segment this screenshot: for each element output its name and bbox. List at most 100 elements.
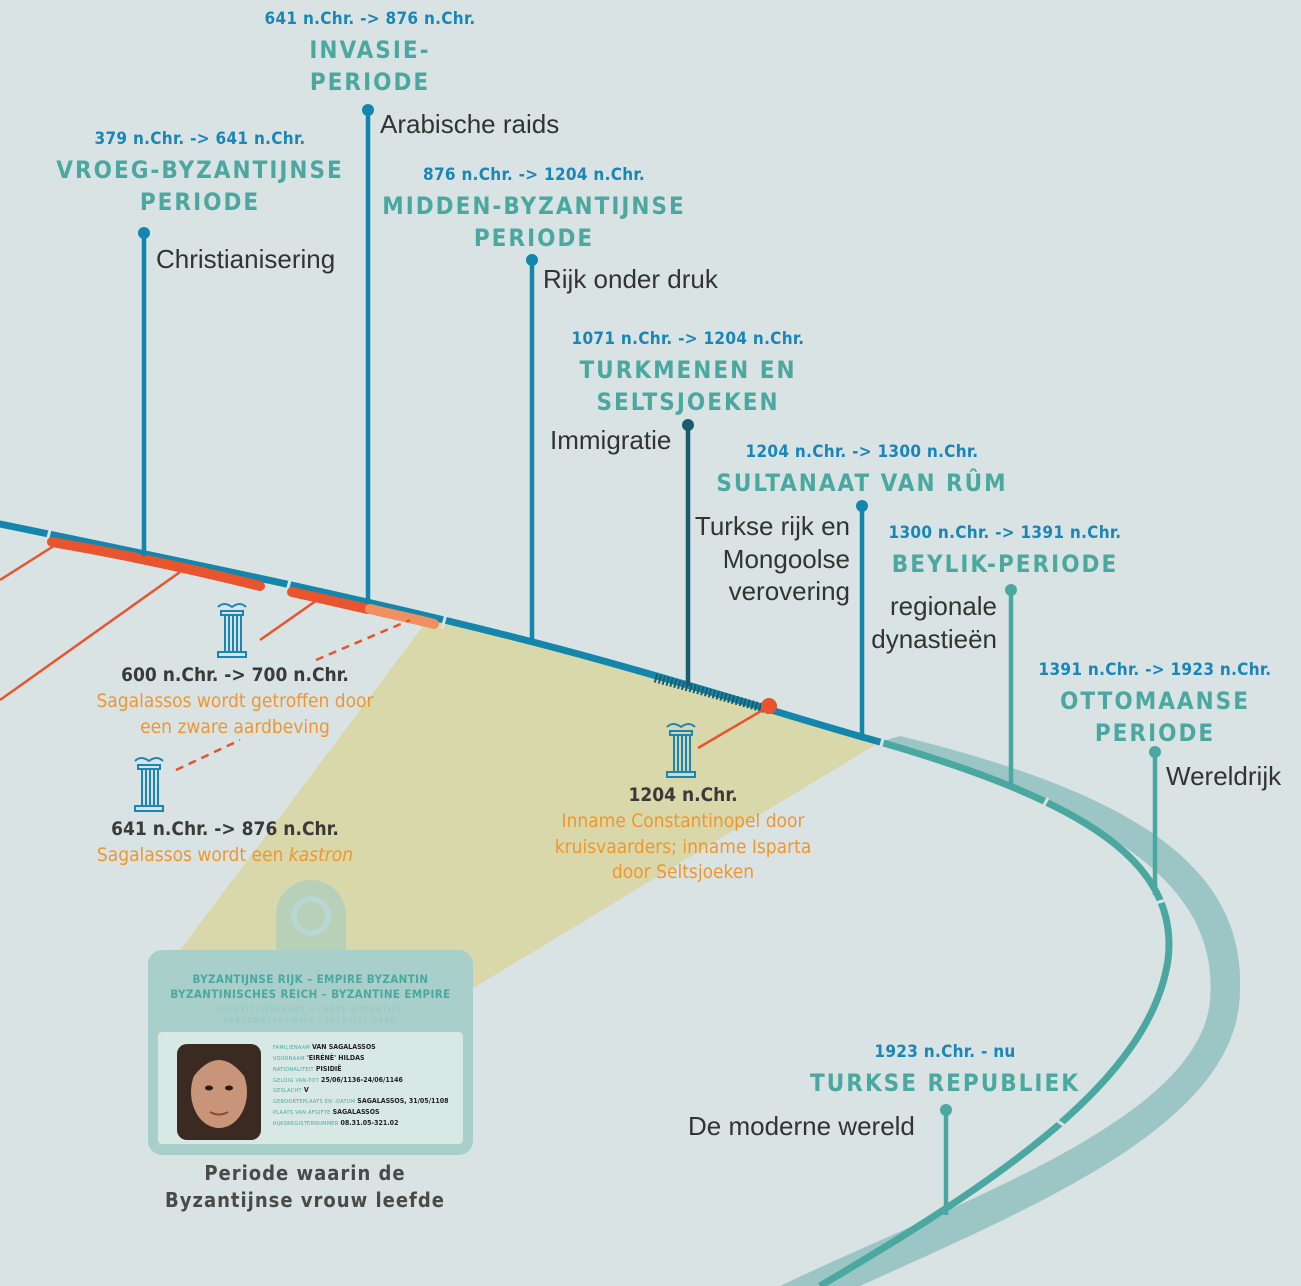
event-text-prefix: Sagalassos wordt een [96,844,289,866]
period-title: INVASIE- PERIODE [220,34,520,99]
event-text-italic: kastron [288,844,354,866]
period-desc: Christianisering [156,244,336,274]
event-earthquake: 600 n.Chr. -> 700 n.Chr. Sagalassos word… [60,666,410,740]
period-desc: Turkse rijk en Mongoolse verovering [660,510,850,608]
period-date: 379 n.Chr. -> 641 n.Chr. [94,129,306,149]
id-card-fields: FAMILIENAAM VAN SAGALASSOS VOORNAAM 'EIR… [273,1042,463,1129]
event-text-line: Inname Constantinopel door [561,810,805,832]
field-key: GEBOORTEPLAATS EN -DATUM [273,1099,356,1106]
event-text: Sagalassos wordt een kastron [50,843,400,869]
desc-line: dynastieën [871,623,997,654]
event-leader-line [697,705,769,750]
caption-line: Byzantijnse vrouw leefde [165,1188,445,1212]
event-1204: 1204 n.Chr. Inname Constantinopel door k… [528,786,838,886]
card-sub-line: IDENTITEITSKAART • CARTE D'IDENTITÉ [218,1004,403,1014]
field-value: SAGALASSOS, 31/05/1108 [357,1097,449,1106]
event-leader-line [0,570,181,702]
timeline-gap [284,579,292,596]
timeline-gap [1038,797,1050,813]
card-field: GEBOORTEPLAATS EN -DATUM SAGALASSOS, 31/… [273,1096,463,1107]
event-date: 1204 n.Chr. [628,784,738,806]
stem-dot [856,500,868,512]
desc-line: Mongoolse [722,543,850,574]
card-field: VOORNAAM 'EIRÈNÈ' HILDAS [273,1053,463,1064]
period-title: TURKSE REPUBLIEK [810,1069,1080,1097]
period-title-line: PERIODE [139,188,261,217]
period-title-line: SELTSJOEKEN [596,388,780,417]
stem-dot [526,254,538,266]
period-title-line: TURKMENEN EN [579,356,797,384]
period-desc: Wereldrijk [1166,761,1282,791]
period-title: SULTANAAT VAN RÛM [716,469,1008,497]
period-title-line: OTTOMAANSE [1059,687,1250,715]
period-title: OTTOMAANSE PERIODE [1010,685,1300,750]
event-text-line: een zware aardbeving [140,715,330,738]
period-date: 1071 n.Chr. -> 1204 n.Chr. [571,329,805,349]
card-field: PLAATS VAN AFGIFTE SAGALASSOS [273,1107,463,1118]
timeline-line-blue [0,520,884,746]
stem-dot [940,1104,952,1116]
period-date: 1923 n.Chr. - nu [874,1042,1016,1062]
field-key: FAMILIENAAM [273,1045,310,1051]
id-card-header: BYZANTIJNSE RIJK – EMPIRE BYZANTIN BYZAN… [148,972,473,1026]
desc-line: regionale [890,591,997,621]
timeline-gap [1055,1118,1069,1130]
caption-line: Periode waarin de [204,1161,406,1185]
period-title: MIDDEN-BYZANTIJNSE PERIODE [374,190,694,255]
period-title-line: PERIODE [473,224,595,253]
period-invasie: 641 n.Chr. -> 876 n.Chr. INVASIE- PERIOD… [220,11,520,99]
id-card-photo [177,1044,261,1140]
stem-dot [682,419,694,431]
period-date: 876 n.Chr. -> 1204 n.Chr. [423,165,645,185]
field-key: NATIONALITEIT [273,1066,314,1073]
card-field: GELDIG VAN-TOT 25/06/1136-24/06/1146 [273,1075,463,1086]
period-desc: De moderne wereld [688,1111,915,1141]
period-title-line: INVASIE- [309,36,431,64]
event-date: 600 n.Chr. -> 700 n.Chr. [121,664,349,686]
period-title: TURKMENEN EN SELTSJOEKEN [538,354,838,419]
period-sultanaat: 1204 n.Chr. -> 1300 n.Chr. SULTANAAT VAN… [712,444,1012,499]
event-text: Inname Constantinopel door kruisvaarders… [528,809,838,886]
period-desc: Rijk onder druk [543,264,718,294]
field-key: VOORNAAM [273,1055,305,1062]
period-date: 641 n.Chr. -> 876 n.Chr. [264,9,476,29]
period-title-line: MIDDEN-BYZANTIJNSE [382,192,686,220]
id-card-caption: Periode waarin de Byzantijnse vrouw leef… [120,1160,490,1214]
card-header-line: BYZANTIJNSE RIJK – EMPIRE BYZANTIN [192,972,429,986]
field-key: GELDIG VAN-TOT [273,1077,319,1084]
period-date: 1300 n.Chr. -> 1391 n.Chr. [888,523,1122,543]
event-marker-1204 [761,698,777,714]
field-value: 'EIRÈNÈ' HILDAS [306,1053,365,1062]
event-segment-kastron [287,587,373,614]
period-desc: Immigratie [550,425,672,455]
card-field: NATIONALITEIT PISIDIË [273,1064,463,1075]
event-segment-kastron-light [365,604,439,629]
timeline-gap [440,613,448,630]
card-sub-line: PERSONALAUSWEIS • IDENTITY CARD [223,1016,398,1026]
period-turkse-republiek: 1923 n.Chr. - nu TURKSE REPUBLIEK [795,1044,1095,1099]
card-field: FAMILIENAAM VAN SAGALASSOS [273,1042,463,1053]
period-title: VROEG-BYZANTIJNSE PERIODE [40,154,360,219]
desc-line: Turkse rijk en [694,511,850,541]
column-icon [217,603,247,658]
period-title: BEYLIK-PERIODE [891,550,1119,578]
field-value: 08.31.05-321.02 [340,1118,399,1127]
period-beylik: 1300 n.Chr. -> 1391 n.Chr. BEYLIK-PERIOD… [855,525,1155,580]
event-leader-line-dashed [315,618,411,662]
event-leader-line [259,596,321,642]
event-text-line: door Seltsjoeken [611,861,755,884]
event-leader-line-dashed [175,738,241,772]
period-title-line: PERIODE [1094,719,1216,748]
timeline-gap [1151,898,1167,906]
period-date: 1391 n.Chr. -> 1923 n.Chr. [1038,660,1272,680]
field-value: V [303,1086,309,1095]
card-field: RIJKSREGISTERNUMMER 08.31.05-321.02 [273,1118,463,1129]
period-turkmenen: 1071 n.Chr. -> 1204 n.Chr. TURKMENEN EN … [538,331,838,419]
period-midden-byzantijnse: 876 n.Chr. -> 1204 n.Chr. MIDDEN-BYZANTI… [374,167,694,255]
column-icon [666,723,696,778]
timeline-gap [878,734,886,751]
period-vroeg-byzantijnse: 379 n.Chr. -> 641 n.Chr. VROEG-BYZANTIJN… [40,131,360,219]
period-date: 1204 n.Chr. -> 1300 n.Chr. [745,442,979,462]
